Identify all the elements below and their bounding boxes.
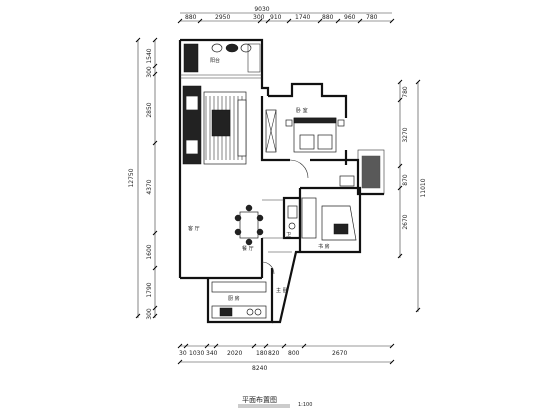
- door-swing: [289, 159, 309, 179]
- bottom-seg-3: 340: [206, 350, 218, 357]
- balcony-furniture: 阳台: [183, 43, 261, 73]
- chair-icon: [256, 228, 264, 236]
- plan-title: 平面布置图 1:100: [238, 395, 312, 408]
- door-swing: [261, 261, 275, 275]
- bottom-total-dim: 8240: [252, 365, 267, 372]
- top-seg-3: 300: [253, 14, 265, 21]
- top-total-dim: 9030: [254, 6, 269, 13]
- top-seg-4: 910: [270, 14, 282, 21]
- bedroom-label: 卧 室: [296, 107, 308, 114]
- pillow-icon: [299, 134, 315, 150]
- dining-furniture: 餐 厅: [234, 204, 275, 275]
- sink-icon: [219, 307, 233, 317]
- bath-fixtures: 卫: [286, 205, 298, 238]
- master-area-label: 主 卧: [276, 287, 288, 294]
- plan-scale-text: 1:100: [298, 402, 312, 408]
- stove-burner-icon: [246, 308, 254, 316]
- left-seg-5: 1600: [146, 244, 153, 259]
- top-seg-6: 880: [322, 14, 334, 21]
- balcony-label: 阳台: [210, 57, 220, 64]
- bottom-seg-1: 30: [179, 350, 187, 357]
- left-seg-2: 300: [146, 66, 153, 78]
- right-seg-2: 3270: [402, 127, 409, 142]
- left-seg-4: 4370: [146, 179, 153, 194]
- sofa-icon: [237, 99, 247, 157]
- chair-icon: [256, 214, 264, 222]
- left-seg-7: 300: [146, 308, 153, 320]
- chair-icon: [245, 204, 253, 212]
- counter-icon: [211, 281, 267, 293]
- study-furniture: 书 房: [301, 197, 357, 250]
- left-seg-6: 1790: [146, 282, 153, 297]
- top-seg-5: 1740: [295, 14, 310, 21]
- left-total-dim: 12750: [128, 168, 135, 187]
- plant-box: [183, 43, 199, 73]
- dining-label: 餐 厅: [242, 245, 254, 252]
- top-seg-8: 780: [366, 14, 378, 21]
- headboard-icon: [293, 117, 337, 124]
- armchair-icon: [185, 139, 199, 155]
- closet-hatch-icon: [361, 155, 381, 189]
- armchair-icon: [185, 95, 199, 111]
- dining-table-icon: [239, 211, 259, 239]
- desk-icon: [339, 175, 355, 187]
- living-label: 客 厅: [188, 225, 200, 232]
- left-dimension-chain: 12750 1540 300 2850 4370 1600 1790 300: [128, 37, 158, 320]
- left-seg-1: 1540: [146, 48, 153, 63]
- left-seg-3: 2850: [146, 102, 153, 117]
- toilet-icon: [287, 205, 298, 219]
- bath-label: 卫: [286, 232, 291, 238]
- walls: [178, 38, 385, 324]
- sink-icon: [288, 222, 296, 230]
- top-seg-1: 880: [185, 14, 197, 21]
- study-wardrobe-icon: [301, 197, 317, 239]
- nightstand-icon: [285, 119, 293, 127]
- chair-icon: [245, 238, 253, 246]
- top-dimension-chain: 9030 880 2950 300 910 1740 880 960 780: [177, 6, 395, 24]
- top-seg-2: 2950: [215, 14, 230, 21]
- bottom-seg-5: 180: [256, 350, 268, 357]
- chair-icon: [234, 214, 242, 222]
- bottom-seg-8: 2670: [332, 350, 347, 357]
- chair-icon: [211, 43, 223, 53]
- table-icon: [225, 43, 239, 53]
- stove-burner-icon: [254, 308, 262, 316]
- nightstand-icon: [337, 119, 345, 127]
- kitchen-fixtures: 厨 房: [211, 281, 267, 319]
- right-seg-3: 870: [402, 174, 409, 186]
- right-total-dim: 11010: [420, 178, 427, 197]
- right-dimension-chain: 780 3270 870 2670 11010: [397, 79, 427, 313]
- corridor-zone: 主 卧: [276, 287, 288, 294]
- right-seg-4: 2670: [402, 214, 409, 229]
- study-desk-icon: [333, 223, 349, 235]
- living-furniture: 客 厅: [182, 85, 247, 232]
- study-bed-icon: [321, 205, 357, 241]
- chair-icon: [240, 43, 252, 53]
- bottom-dimension-chain: 30 1030 340 2020 180 820 800 2670 8240: [177, 343, 395, 372]
- chair-icon: [234, 228, 242, 236]
- bedroom-furniture: 卧 室: [265, 107, 345, 179]
- top-seg-7: 960: [344, 14, 356, 21]
- pillow-icon: [317, 134, 333, 150]
- plan-title-text: 平面布置图: [242, 395, 277, 404]
- bottom-seg-7: 800: [288, 350, 300, 357]
- study-label: 书 房: [318, 243, 330, 250]
- closet-hatch: [339, 155, 381, 189]
- right-seg-1: 780: [402, 86, 409, 98]
- coffee-table-icon: [211, 109, 231, 137]
- kitchen-label: 厨 房: [228, 295, 240, 302]
- bottom-seg-4: 2020: [227, 350, 242, 357]
- bottom-seg-2: 1030: [189, 350, 204, 357]
- bottom-seg-6: 820: [268, 350, 280, 357]
